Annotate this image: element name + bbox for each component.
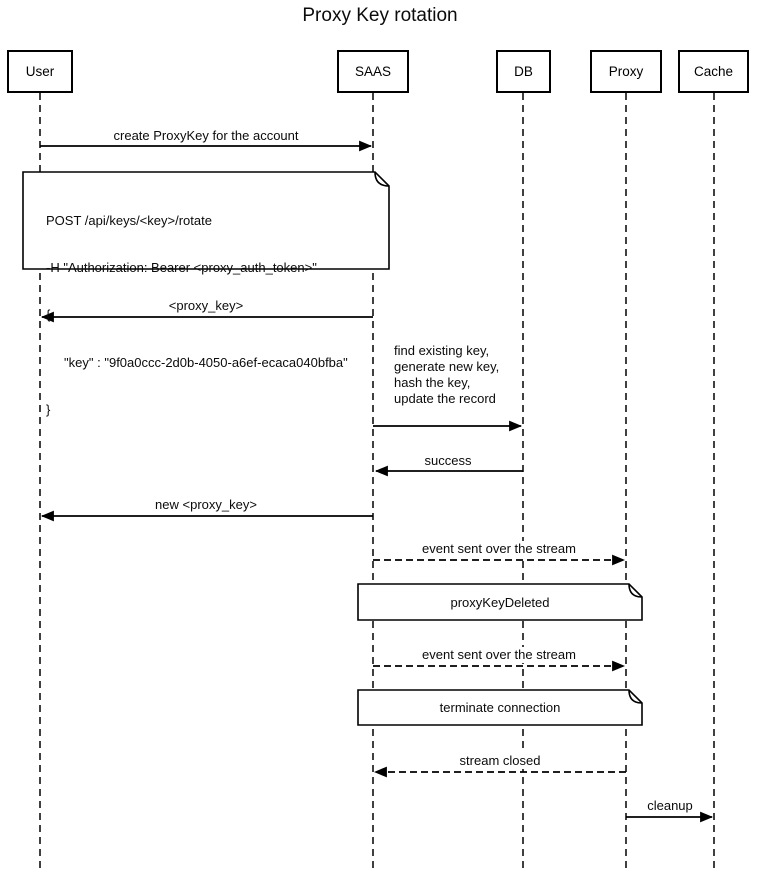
note-request-line-5: } [46, 402, 51, 418]
note-request-line-1: POST /api/keys/<key>/rotate [46, 212, 212, 228]
note-proxykeydeleted: proxyKeyDeleted [450, 594, 550, 610]
actor-saas-label: SAAS [354, 64, 392, 79]
db-op-line-2: generate new key, [394, 359, 500, 374]
message-label-cleanup: cleanup [643, 798, 697, 814]
message-label-proxy-key: <proxy_key> [164, 298, 248, 314]
message-label-success: success [420, 453, 476, 469]
actor-cache: Cache [678, 50, 749, 93]
note-terminate-connection: terminate connection [439, 700, 561, 715]
message-label-create-proxykey: create ProxyKey for the account [109, 128, 303, 144]
actor-user-label: User [25, 64, 55, 79]
actor-cache-label: Cache [693, 64, 734, 79]
actor-user: User [7, 50, 73, 93]
message-label-stream-closed: stream closed [455, 753, 545, 769]
actor-saas: SAAS [337, 50, 409, 93]
message-label-event-stream-2: event sent over the stream [418, 647, 580, 663]
actor-db-label: DB [514, 64, 533, 79]
db-op-line-4: update the record [394, 391, 496, 406]
note-shape-terminate [357, 689, 643, 726]
message-label-new-proxy-key: new <proxy_key> [151, 497, 261, 513]
note-shape-request [22, 171, 390, 270]
actor-proxy-label: Proxy [608, 64, 644, 79]
db-op-line-1: find existing key, [394, 343, 490, 358]
diagram-title: Proxy Key rotation [302, 5, 458, 26]
db-op-line-3: hash the key, [394, 375, 471, 390]
note-request-line-4: "key" : "9f0a0ccc-2d0b-4050-a6ef-ecaca04… [46, 354, 348, 370]
actor-db: DB [496, 50, 551, 93]
note-shape-proxykeydeleted [357, 583, 643, 621]
note-request-line-2: -H "Authorization: Bearer <proxy_auth_to… [46, 259, 317, 275]
message-label-event-stream-1: event sent over the stream [418, 541, 580, 557]
note-request-body: POST /api/keys/<key>/rotate -H "Authoriz… [46, 181, 348, 450]
note-request-line-3: { [46, 307, 51, 323]
actor-proxy: Proxy [590, 50, 662, 93]
message-label-db-operations: find existing key, generate new key, has… [394, 343, 500, 407]
